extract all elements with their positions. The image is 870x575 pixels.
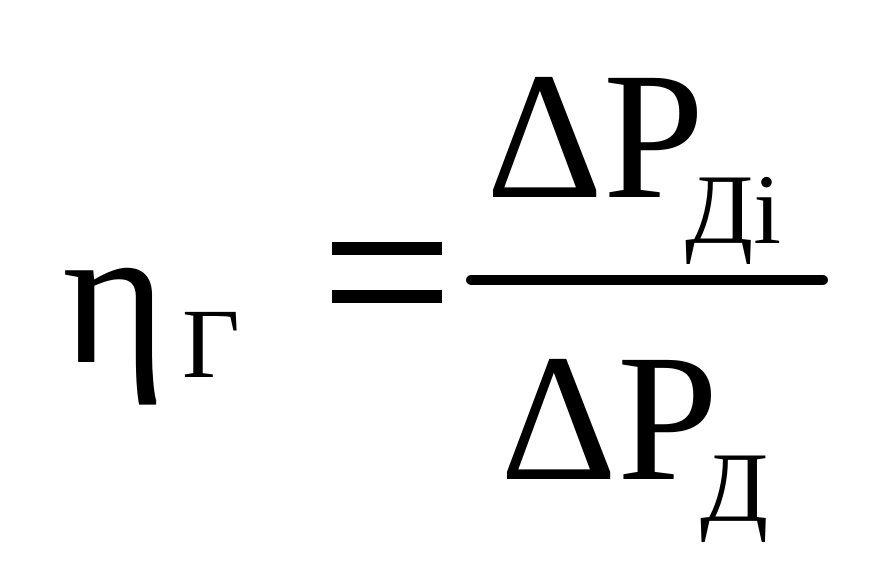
- fraction-bar: [466, 275, 828, 285]
- numerator-subscript: Дi: [685, 154, 781, 265]
- equals-sign-bottom-bar: [332, 290, 442, 303]
- denominator-subscript: Д: [700, 432, 769, 543]
- numerator-symbol: ΔP: [486, 36, 705, 237]
- denominator-symbol: ΔP: [500, 318, 719, 519]
- lhs-symbol: η: [62, 185, 167, 406]
- lhs-subscript: Г: [182, 288, 240, 399]
- equals-sign-top-bar: [332, 242, 442, 255]
